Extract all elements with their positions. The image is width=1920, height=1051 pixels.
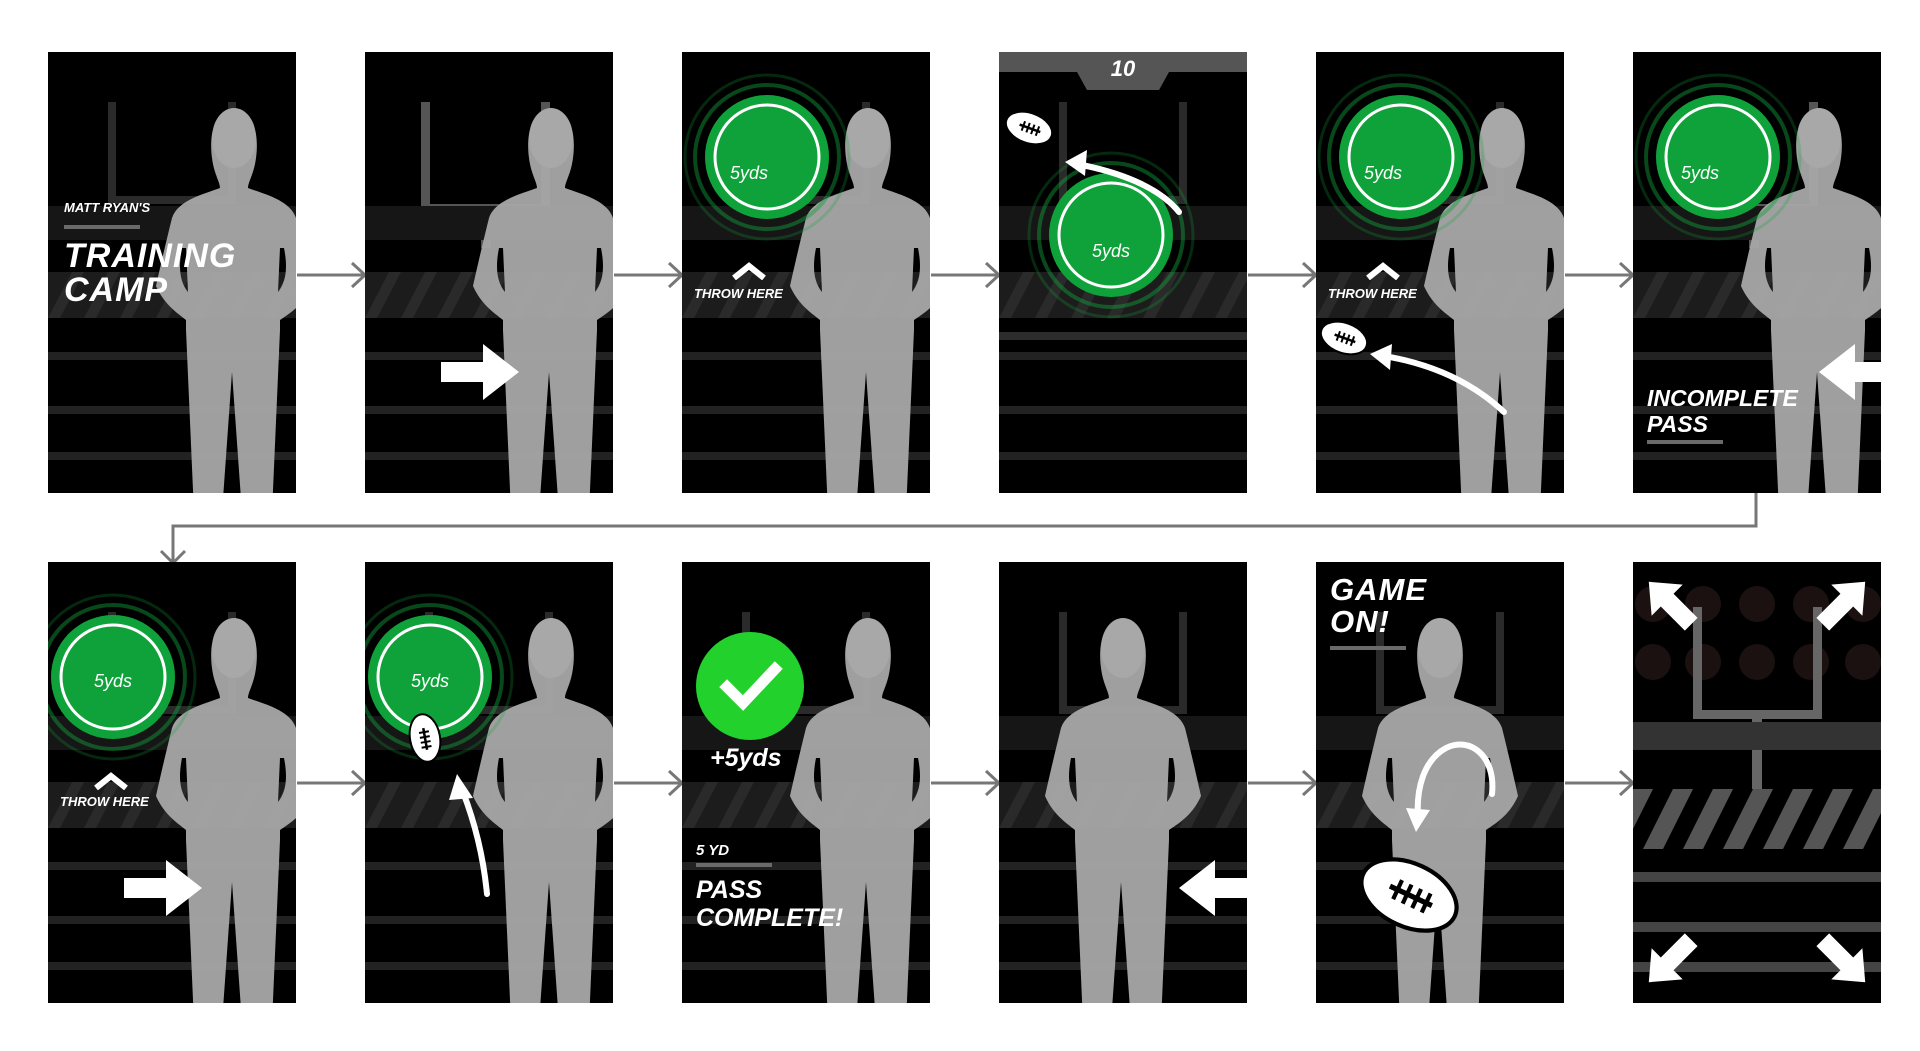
chevron-up-icon bbox=[1366, 262, 1400, 280]
connector-4-5 bbox=[1248, 261, 1319, 289]
panel-5-throw-attempt: 5yds THROW HERE bbox=[1316, 52, 1564, 493]
throw-path-arrow bbox=[1370, 344, 1507, 415]
field-background bbox=[1633, 586, 1881, 972]
arrow-right-icon bbox=[441, 344, 519, 400]
panel-2-step-in bbox=[365, 52, 613, 493]
panel-12-full-screen bbox=[1633, 562, 1881, 1003]
timer-count: 10 bbox=[1110, 56, 1136, 81]
intro-title-line2: CAMP bbox=[64, 271, 169, 309]
connector-11-12 bbox=[1565, 769, 1636, 797]
football-icon bbox=[1319, 320, 1369, 356]
throw-hint: THROW HERE bbox=[694, 286, 783, 301]
football-icon bbox=[1004, 110, 1054, 146]
field-background bbox=[999, 612, 1247, 1003]
connector-1-2 bbox=[297, 261, 368, 289]
connector-7-8 bbox=[297, 769, 368, 797]
title-divider bbox=[1330, 646, 1406, 650]
arrow-left-icon bbox=[1179, 860, 1247, 916]
throw-hint: THROW HERE bbox=[1328, 286, 1417, 301]
connector-9-10 bbox=[931, 769, 1002, 797]
field-background bbox=[682, 102, 930, 493]
expand-arrow-bottom-right-icon bbox=[1816, 933, 1866, 983]
field-background bbox=[1633, 102, 1881, 493]
intro-subtitle: MATT RYAN'S bbox=[64, 200, 151, 215]
timer-tab bbox=[999, 52, 1247, 90]
target-distance: 5yds bbox=[1680, 163, 1720, 183]
connector-8-9 bbox=[614, 769, 685, 797]
field-background bbox=[682, 612, 930, 1003]
panel-10-step-out bbox=[999, 562, 1247, 1003]
panel-8-ball-in-flight: 5yds bbox=[365, 562, 613, 1003]
title-divider bbox=[64, 225, 140, 229]
panel-9-pass-complete: +5yds 5 YD PASS COMPLETE! bbox=[682, 562, 930, 1003]
yards-gained: +5yds bbox=[710, 744, 782, 772]
connector-row-wrap bbox=[159, 493, 1758, 566]
throw-path-arrow bbox=[449, 774, 490, 897]
field-background bbox=[365, 102, 613, 493]
chevron-up-icon bbox=[94, 772, 128, 790]
chevron-up-icon bbox=[732, 262, 766, 280]
target-distance: 5yds bbox=[410, 671, 450, 691]
expand-arrow-bottom-left-icon bbox=[1648, 933, 1698, 983]
field-background bbox=[48, 102, 296, 493]
panel-6-incomplete: 5yds INCOMPLETE PASS bbox=[1633, 52, 1881, 493]
connector-10-11 bbox=[1248, 769, 1319, 797]
target-circle bbox=[48, 593, 197, 761]
football-icon bbox=[408, 713, 442, 763]
game-on-line2: ON! bbox=[1330, 604, 1390, 639]
result-line2: PASS bbox=[1647, 411, 1708, 437]
panel-1-intro: MATT RYAN'S TRAINING CAMP bbox=[48, 52, 296, 493]
target-circle bbox=[683, 73, 851, 241]
target-circle bbox=[1317, 73, 1485, 241]
target-distance: 5yds bbox=[1091, 241, 1131, 261]
connector-2-3 bbox=[614, 261, 685, 289]
arrow-right-icon bbox=[124, 860, 202, 916]
panel-3-target: 5yds THROW HERE bbox=[682, 52, 930, 493]
football-icon bbox=[1359, 857, 1459, 933]
checkmark-icon bbox=[696, 632, 804, 740]
result-divider bbox=[696, 863, 772, 867]
panel-4-throw: 10 5yds bbox=[999, 52, 1247, 493]
result-line1: PASS bbox=[696, 876, 763, 904]
expand-arrow-top-left-icon bbox=[1648, 581, 1698, 631]
panel-7-throw-here: 5yds THROW HERE bbox=[48, 562, 296, 1003]
panel-11-game-on: GAME ON! bbox=[1316, 562, 1564, 1003]
target-distance: 5yds bbox=[93, 671, 133, 691]
connector-5-6 bbox=[1565, 261, 1636, 289]
distance-label: 5 YD bbox=[696, 842, 730, 859]
throw-path-arrow bbox=[1065, 150, 1182, 215]
game-on-line1: GAME bbox=[1330, 572, 1427, 607]
field-background bbox=[365, 612, 613, 1003]
connector-3-4 bbox=[931, 261, 1002, 289]
result-line2: COMPLETE! bbox=[696, 904, 844, 932]
target-circle bbox=[1634, 73, 1802, 241]
target-distance: 5yds bbox=[1363, 163, 1403, 183]
expand-arrow-top-right-icon bbox=[1816, 581, 1866, 631]
target-circle bbox=[1027, 151, 1195, 319]
result-divider bbox=[1647, 440, 1723, 444]
result-line1: INCOMPLETE bbox=[1647, 385, 1798, 411]
throw-hint: THROW HERE bbox=[60, 794, 149, 809]
target-distance: 5yds bbox=[729, 163, 769, 183]
curved-arrow-icon bbox=[1406, 741, 1496, 832]
intro-title-line1: TRAINING bbox=[64, 237, 237, 275]
arrow-left-icon bbox=[1819, 344, 1881, 400]
